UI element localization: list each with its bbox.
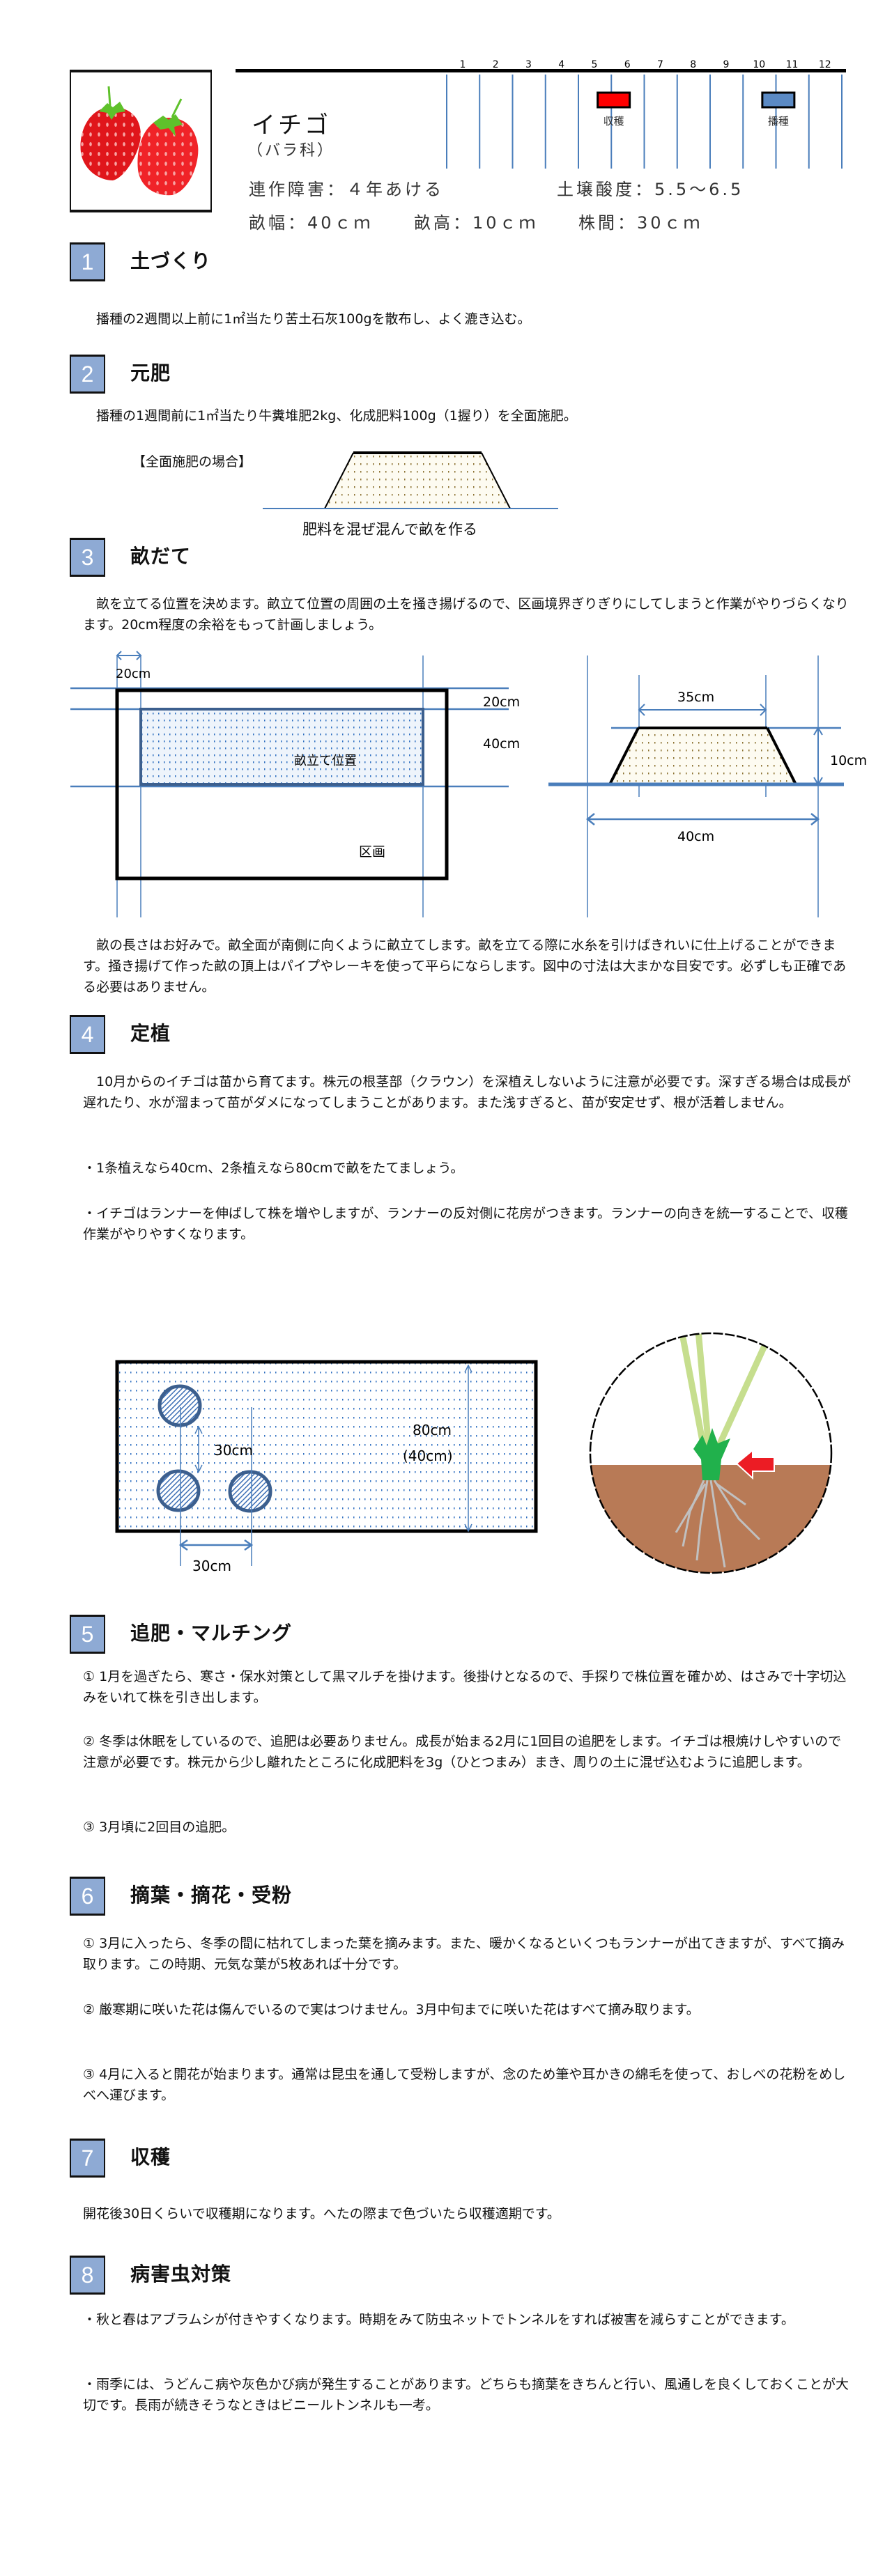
plant-marker bbox=[157, 1384, 202, 1427]
section-number-badge: 5 bbox=[70, 1615, 105, 1654]
section-number-badge: 3 bbox=[70, 538, 105, 577]
section-4-bullet-1: ・1条植えなら40cm、2条植えなら80cmで畝をたてましょう。 bbox=[83, 1161, 464, 1176]
rotation-info: 連作障害：４年あける bbox=[249, 180, 444, 199]
section-3-text-1: 畝を立てる位置を決めます。畝立て位置の周囲の土を掻き揚げるので、区画境界ぎりぎり… bbox=[83, 596, 849, 633]
month-label: 4 bbox=[558, 59, 564, 70]
bed-width-label: 80cm bbox=[413, 1422, 452, 1438]
red-arrow-icon bbox=[735, 1448, 775, 1480]
section-5-item-3: ③ 3月頃に2回目の追肥。 bbox=[83, 1820, 236, 1835]
bed-width-alt-label: (40cm) bbox=[403, 1448, 453, 1464]
section-3-text-2: 畝の長さはお好みで。畝全面が南側に向くように畝立てします。畝を立てる際に水糸を引… bbox=[83, 938, 847, 995]
plant-spacing-label: 30cm bbox=[192, 1558, 231, 1574]
section-2-text: 播種の1週間前に1㎡当たり牛糞堆肥2kg、化成肥料100g（1握り）を全面施肥。 bbox=[96, 408, 577, 424]
section-4-bullet-2: ・イチゴはランナーを伸ばして株を増やしますが、ランナーの反対側に花房がつきます。… bbox=[83, 1206, 848, 1242]
fertilizer-diagram-label: 【全面施肥の場合】 bbox=[132, 454, 252, 470]
month-label: 1 bbox=[460, 59, 466, 70]
section-5-item-2: ② 冬季は休眠をしているので、追肥は必要ありません。成長が始まる2月に1回目の追… bbox=[83, 1734, 842, 1770]
section-title: 畝だて bbox=[130, 545, 192, 568]
crop-family: （バラ科） bbox=[247, 142, 335, 160]
section-title: 元肥 bbox=[130, 362, 171, 385]
section-1-text: 播種の2週間以上前に1㎡当たり苦土石灰100gを散布し、よく漉き込む。 bbox=[96, 311, 531, 327]
row-spacing-label: 30cm bbox=[214, 1442, 253, 1459]
crop-title: イチゴ bbox=[252, 111, 331, 139]
bed-height-label: 10cm bbox=[830, 753, 867, 768]
section-number-badge: 6 bbox=[70, 1877, 105, 1916]
crown-depth-illustration bbox=[589, 1332, 833, 1574]
month-label: 11 bbox=[786, 59, 799, 70]
section-title: 病害虫対策 bbox=[130, 2263, 232, 2286]
harvest-bar bbox=[597, 91, 631, 109]
top-width-label: 35cm bbox=[677, 690, 714, 705]
section-title: 収穫 bbox=[130, 2146, 171, 2168]
soil-ph-info: 土壌酸度：5.5〜6.5 bbox=[557, 180, 744, 199]
strawberry-image bbox=[70, 70, 212, 212]
month-label: 7 bbox=[657, 59, 663, 70]
section-number-badge: 2 bbox=[70, 355, 105, 394]
section-number-badge: 4 bbox=[70, 1015, 105, 1054]
plot-label: 区画 bbox=[359, 844, 385, 860]
month-label: 10 bbox=[753, 59, 765, 70]
section-7-text: 開花後30日くらいで収穫期になります。へたの際まで色づいたら収穫適期です。 bbox=[83, 2206, 560, 2221]
section-title: 定植 bbox=[130, 1022, 171, 1045]
month-label: 2 bbox=[493, 59, 499, 70]
section-title: 追肥・マルチング bbox=[130, 1622, 293, 1645]
section-number-badge: 1 bbox=[70, 242, 105, 281]
section-number-badge: 8 bbox=[70, 2256, 105, 2295]
section-5-item-1: ① 1月を過ぎたら、寒さ・保水対策として黒マルチを掛けます。後掛けとなるので、手… bbox=[83, 1669, 847, 1705]
section-4-text-1: 10月からのイチゴは苗から育てます。株元の根茎部（クラウン）を深植えしないように… bbox=[83, 1074, 852, 1110]
section-number-badge: 7 bbox=[70, 2139, 105, 2178]
month-label: 6 bbox=[624, 59, 631, 70]
section-8-bullet-1: ・秋と春はアブラムシが付きやすくなります。時期をみて防虫ネットでトンネルをすれば… bbox=[83, 2312, 794, 2327]
section-6-item-3: ③ 4月に入ると開花が始まります。通常は昆虫を通して受粉しますが、念のため筆や耳… bbox=[83, 2067, 846, 2103]
plant-spacing-info: 株間：30ｃｍ bbox=[578, 213, 703, 233]
margin-side-label: 20cm bbox=[116, 667, 151, 681]
plant-marker bbox=[156, 1469, 201, 1512]
planting-layout-diagram: 30cm 30cm 80cm (40cm) bbox=[115, 1332, 833, 1574]
section-8-bullet-2: ・雨季には、うどんこ病や灰色かび病が発生することがあります。どちらも摘葉をきちん… bbox=[83, 2377, 849, 2413]
sowing-label: 播種 bbox=[768, 115, 789, 127]
bed-width-label: 40cm bbox=[483, 736, 520, 752]
section-6-item-1: ① 3月に入ったら、冬季の間に枯れてしまった葉を摘みます。また、暖かくなるといく… bbox=[83, 1936, 845, 1972]
base-width-label: 40cm bbox=[677, 829, 714, 844]
sowing-bar bbox=[761, 91, 796, 109]
fertilizer-diagram-caption: 肥料を混ぜ混んで畝を作る bbox=[302, 521, 477, 538]
month-label: 9 bbox=[723, 59, 730, 70]
plant-marker bbox=[228, 1470, 272, 1513]
section-title: 摘葉・摘花・受粉 bbox=[130, 1884, 293, 1907]
fertilizer-bed-diagram bbox=[263, 451, 558, 509]
section-6-item-2: ② 厳寒期に咲いた花は傷んでいるので実はつけません。3月中旬までに咲いた花はすべ… bbox=[83, 2002, 700, 2017]
month-label: 8 bbox=[690, 59, 696, 70]
harvest-label: 収穫 bbox=[603, 115, 624, 127]
bed-layout-diagram: 20cm 20cm 40cm 畝立て位置 区画 35cm 10cm 40cm bbox=[70, 651, 867, 917]
bed-position-label: 畝立て位置 bbox=[294, 754, 357, 768]
month-label: 3 bbox=[525, 59, 532, 70]
header-rule bbox=[236, 69, 846, 72]
month-label: 5 bbox=[592, 59, 598, 70]
section-title: 土づくり bbox=[130, 249, 212, 272]
margin-top-label: 20cm bbox=[483, 695, 520, 710]
month-label: 12 bbox=[819, 59, 831, 70]
bed-height-info: 畝高：10ｃｍ bbox=[414, 213, 539, 233]
bed-width-info: 畝幅：40ｃｍ bbox=[249, 213, 374, 233]
